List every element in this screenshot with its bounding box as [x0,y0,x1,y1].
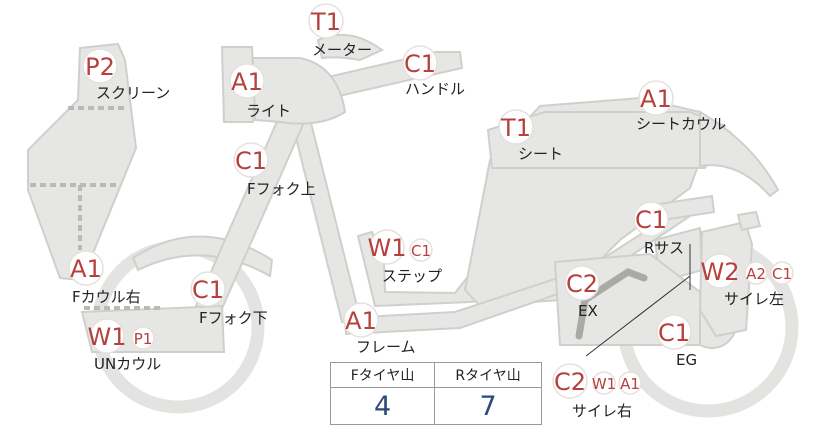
f-cowl-right-label: Fカウル右 [72,288,141,306]
silencer-right-code: C2 [554,368,586,396]
seat-label: シート [518,145,563,163]
meter-label: メーター [312,41,372,59]
handle-label: ハンドル [405,80,465,98]
step-code: W1 [368,234,407,262]
head-cowl [251,57,347,125]
part-screen[interactable]: P2 スクリーン [82,48,170,102]
tire-tread-table: Fタイヤ山 Rタイヤ山 4 7 [329,362,542,425]
silencer-right-label: サイレ右 [572,402,632,420]
part-fork-lower[interactable]: C1 Fフォク下 [190,271,268,327]
screen-cowl [27,42,138,282]
frame-code: A1 [345,307,377,335]
seat [486,111,727,169]
step-label: ステップ [382,267,442,285]
silencer-left-code-3: C1 [772,265,792,283]
part-step[interactable]: W1 C1 ステップ [368,229,443,285]
front-tire-value[interactable]: 4 [329,387,436,425]
part-silencer-left[interactable]: W2 A2 C1 サイレ左 [701,253,794,308]
fork-lower-code: C1 [192,276,224,304]
ex-label: EX [578,302,598,320]
silencer-right-code-2: W1 [592,375,616,393]
part-r-sus[interactable]: C1 Rサス [633,201,684,257]
ex-code: C2 [566,270,598,298]
f-cowl-right-code: A1 [70,255,102,283]
part-seat[interactable]: T1 シート [498,109,563,163]
handle-code: C1 [404,50,436,78]
part-silencer-right[interactable]: C2 W1 A1 サイレ右 [552,363,642,420]
fork-lower-label: Fフォク下 [199,309,268,327]
r-sus-label: Rサス [644,239,684,257]
eg-label: EG [676,351,697,369]
part-eg[interactable]: C1 EG [656,314,697,369]
part-frame[interactable]: A1 フレーム [343,302,416,356]
frame-tube [289,113,362,324]
un-cowl-code-2: P1 [134,330,153,348]
seat-code: T1 [500,114,531,142]
silencer-right-code-3: A1 [620,375,640,393]
seat-cowl-label: シートカウル [636,115,726,133]
part-seat-cowl[interactable]: A1 シートカウル [636,80,726,133]
fork-upper-label: Fフォク上 [247,180,316,198]
part-labels: T1 メーター P2 スクリーン A1 ライト C1 ハンドル A1 シートカウ… [68,3,794,420]
un-cowl-label: UNカウル [94,355,161,373]
step-code-2: C1 [411,242,431,260]
silencer-left-code-2: A2 [746,265,766,283]
frame-label: フレーム [356,338,416,356]
seat-cowl-code: A1 [640,85,672,113]
fork-upper-code: C1 [235,147,267,175]
seat-cowl-tail [699,110,780,198]
part-light[interactable]: A1 ライト [229,63,291,120]
meter [316,33,384,62]
rear-tire-value[interactable]: 7 [434,387,542,425]
silencer-left-label: サイレ左 [724,290,784,308]
part-fork-upper[interactable]: C1 Fフォク上 [233,142,316,198]
screen-label: スクリーン [96,84,170,102]
part-f-cowl-right[interactable]: A1 Fカウル右 [68,250,141,306]
light-code: A1 [231,68,263,96]
light-label: ライト [246,102,291,120]
front-tire-header: Fタイヤ山 [329,362,436,388]
screen-code: P2 [85,53,115,81]
part-handle[interactable]: C1 ハンドル [402,45,465,98]
part-un-cowl[interactable]: W1 P1 UNカウル [88,318,162,373]
meter-code: T1 [310,8,341,36]
rear-tire-header: Rタイヤ山 [434,362,542,388]
silencer-left-code: W2 [701,258,740,286]
eg-code: C1 [658,319,690,347]
part-meter[interactable]: T1 メーター [308,3,372,59]
r-sus-code: C1 [635,206,667,234]
un-cowl-code: W1 [88,323,127,351]
part-ex[interactable]: C2 EX [564,265,600,320]
exhaust-pipe [575,268,648,340]
